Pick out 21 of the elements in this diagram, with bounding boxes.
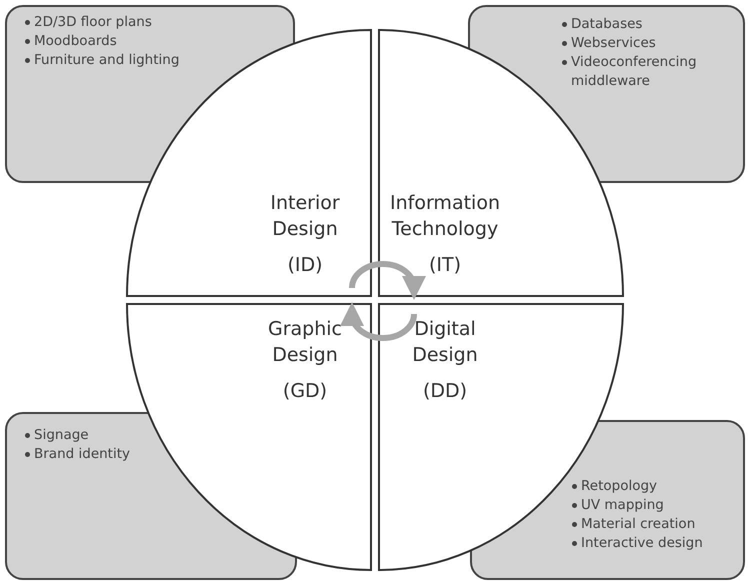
bullet-item: Furniture and lighting: [34, 52, 180, 68]
bullet-item: Moodboards: [34, 33, 117, 49]
bullet-item: UV mapping: [581, 497, 664, 513]
bullet-item: Webservices: [571, 35, 656, 51]
bullet-item: Brand identity: [34, 446, 130, 462]
bullet-item: Retopology: [581, 478, 658, 494]
bullet-item: Material creation: [581, 516, 696, 532]
quadrant-abbreviation: (IT): [428, 254, 462, 276]
bullet-item: Interactive design: [581, 535, 703, 551]
bullet-item: Videoconferencing middleware: [571, 54, 697, 89]
bullet-item: 2D/3D floor plans: [34, 14, 152, 30]
quadrant-abbreviation: (ID): [286, 254, 324, 276]
quadrant-abbreviation: (GD): [282, 380, 328, 402]
quadrant-title: Graphic Design: [266, 317, 343, 368]
quadrant-title: Information Technology: [389, 191, 501, 242]
cycle-arrow: [349, 261, 425, 300]
quadrant-abbreviation: (DD): [422, 380, 468, 402]
quadrant-title: Interior Design: [269, 191, 341, 242]
quadrant-title: Digital Design: [411, 317, 479, 368]
bullet-item: Databases: [571, 16, 642, 32]
bullet-item: Signage: [34, 427, 89, 443]
